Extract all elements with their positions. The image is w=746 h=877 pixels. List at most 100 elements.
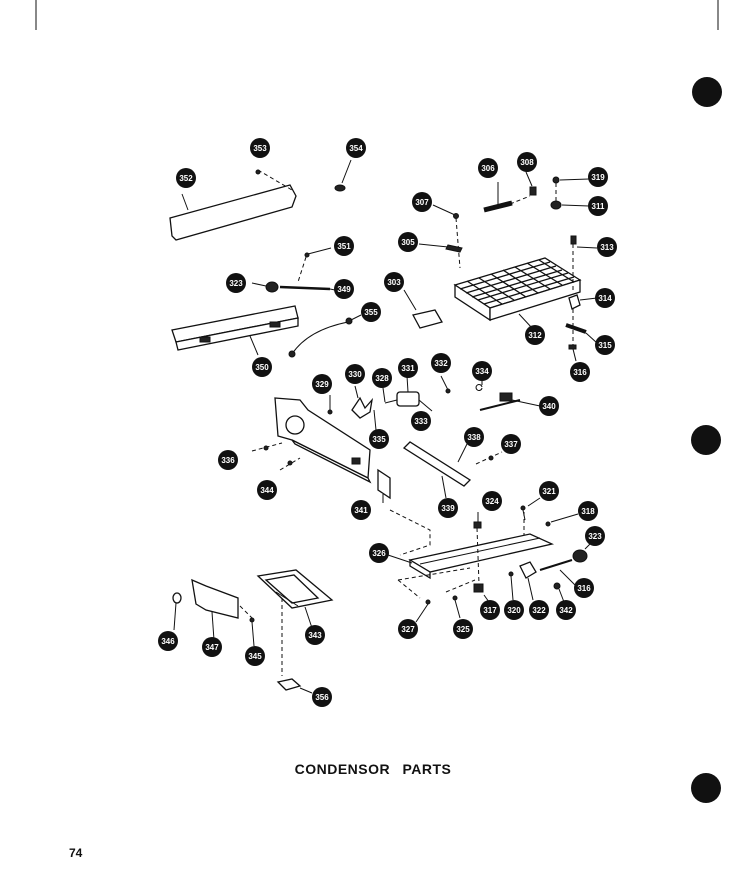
callout-316: 316: [574, 578, 594, 598]
callout-320: 320: [504, 600, 524, 620]
callout-355: 355: [361, 302, 381, 322]
callout-336: 336: [218, 450, 238, 470]
callout-label: 316: [573, 368, 587, 377]
callout-label: 317: [483, 606, 497, 615]
callout-label: 321: [542, 487, 556, 496]
callout-label: 327: [401, 625, 415, 634]
page-number: 74: [69, 846, 83, 860]
callout-label: 305: [401, 238, 415, 247]
part-drain-pan: [256, 569, 334, 609]
callout-312: 312: [525, 325, 545, 345]
callout-327: 327: [398, 619, 418, 639]
callout-label: 323: [588, 532, 602, 541]
callout-label: 331: [401, 364, 415, 373]
callout-313: 313: [597, 237, 617, 257]
callout-341: 341: [351, 500, 371, 520]
callout-label: 308: [520, 158, 534, 167]
callout-306: 306: [478, 158, 498, 178]
callout-326: 326: [369, 543, 389, 563]
callout-label: 326: [372, 549, 386, 558]
callout-314: 314: [595, 288, 615, 308]
binder-hole-middle: [691, 425, 721, 455]
part-rod: [483, 200, 513, 213]
callout-label: 320: [507, 606, 521, 615]
callout-308: 308: [517, 152, 537, 172]
callout-label: 345: [248, 652, 262, 661]
callout-346: 346: [158, 631, 178, 651]
part-bar: [402, 441, 472, 487]
callout-318: 318: [578, 501, 598, 521]
callout-316: 316: [570, 362, 590, 382]
callout-305: 305: [398, 232, 418, 252]
callout-label: 355: [364, 308, 378, 317]
callout-label: 314: [598, 294, 612, 303]
callout-label: 344: [260, 486, 274, 495]
callout-324: 324: [482, 491, 502, 511]
callout-315: 315: [595, 335, 615, 355]
callout-label: 312: [528, 331, 542, 340]
callout-325: 325: [453, 619, 473, 639]
part-base-channel: [408, 533, 555, 580]
callout-label: 318: [581, 507, 595, 516]
callout-354: 354: [346, 138, 366, 158]
callout-352: 352: [176, 168, 196, 188]
callout-label: 352: [179, 174, 193, 183]
callout-356: 356: [312, 687, 332, 707]
callout-323: 323: [585, 526, 605, 546]
callout-label: 307: [415, 198, 429, 207]
callout-label: 324: [485, 497, 499, 506]
callout-317: 317: [480, 600, 500, 620]
callout-351: 351: [334, 236, 354, 256]
callout-label: 341: [354, 506, 368, 515]
callout-label: 351: [337, 242, 351, 251]
callout-label: 347: [205, 643, 219, 652]
part-fan-bracket: [274, 397, 372, 484]
callout-label: 356: [315, 693, 329, 702]
callout-338: 338: [464, 427, 484, 447]
binder-hole-top: [692, 77, 722, 107]
callout-333: 333: [411, 411, 431, 431]
callout-label: 328: [375, 374, 389, 383]
callout-label: 316: [577, 584, 591, 593]
callout-label: 333: [414, 417, 428, 426]
callout-347: 347: [202, 637, 222, 657]
callout-334: 334: [472, 361, 492, 381]
callout-label: 335: [372, 435, 386, 444]
callout-349: 349: [334, 279, 354, 299]
part-mount-bracket: [191, 578, 239, 619]
callout-307: 307: [412, 192, 432, 212]
callout-label: 334: [475, 367, 489, 376]
callout-label: 340: [542, 402, 556, 411]
callout-328: 328: [372, 368, 392, 388]
part-condenser-coil: [453, 257, 582, 322]
callout-331: 331: [398, 358, 418, 378]
callout-342: 342: [556, 600, 576, 620]
callout-label: 330: [348, 370, 362, 379]
callout-label: 343: [308, 631, 322, 640]
callout-343: 343: [305, 625, 325, 645]
callout-337: 337: [501, 434, 521, 454]
callout-label: 323: [229, 279, 243, 288]
callout-label: 350: [255, 363, 269, 372]
callout-label: 346: [161, 637, 175, 646]
callout-345: 345: [245, 646, 265, 666]
callout-label: 342: [559, 606, 573, 615]
callout-335: 335: [369, 429, 389, 449]
callout-321: 321: [539, 481, 559, 501]
callout-329: 329: [312, 374, 332, 394]
callout-322: 322: [529, 600, 549, 620]
callout-label: 338: [467, 433, 481, 442]
callout-label: 306: [481, 164, 495, 173]
callout-332: 332: [431, 353, 451, 373]
callout-label: 354: [349, 144, 363, 153]
callout-label: 325: [456, 625, 470, 634]
diagram-caption: CONDENSOR PARTS: [294, 761, 452, 777]
callout-344: 344: [257, 480, 277, 500]
callout-label: 315: [598, 341, 612, 350]
callout-label: 332: [434, 359, 448, 368]
callout-330: 330: [345, 364, 365, 384]
callout-label: 322: [532, 606, 546, 615]
callout-label: 319: [591, 173, 605, 182]
callout-label: 311: [592, 202, 605, 211]
